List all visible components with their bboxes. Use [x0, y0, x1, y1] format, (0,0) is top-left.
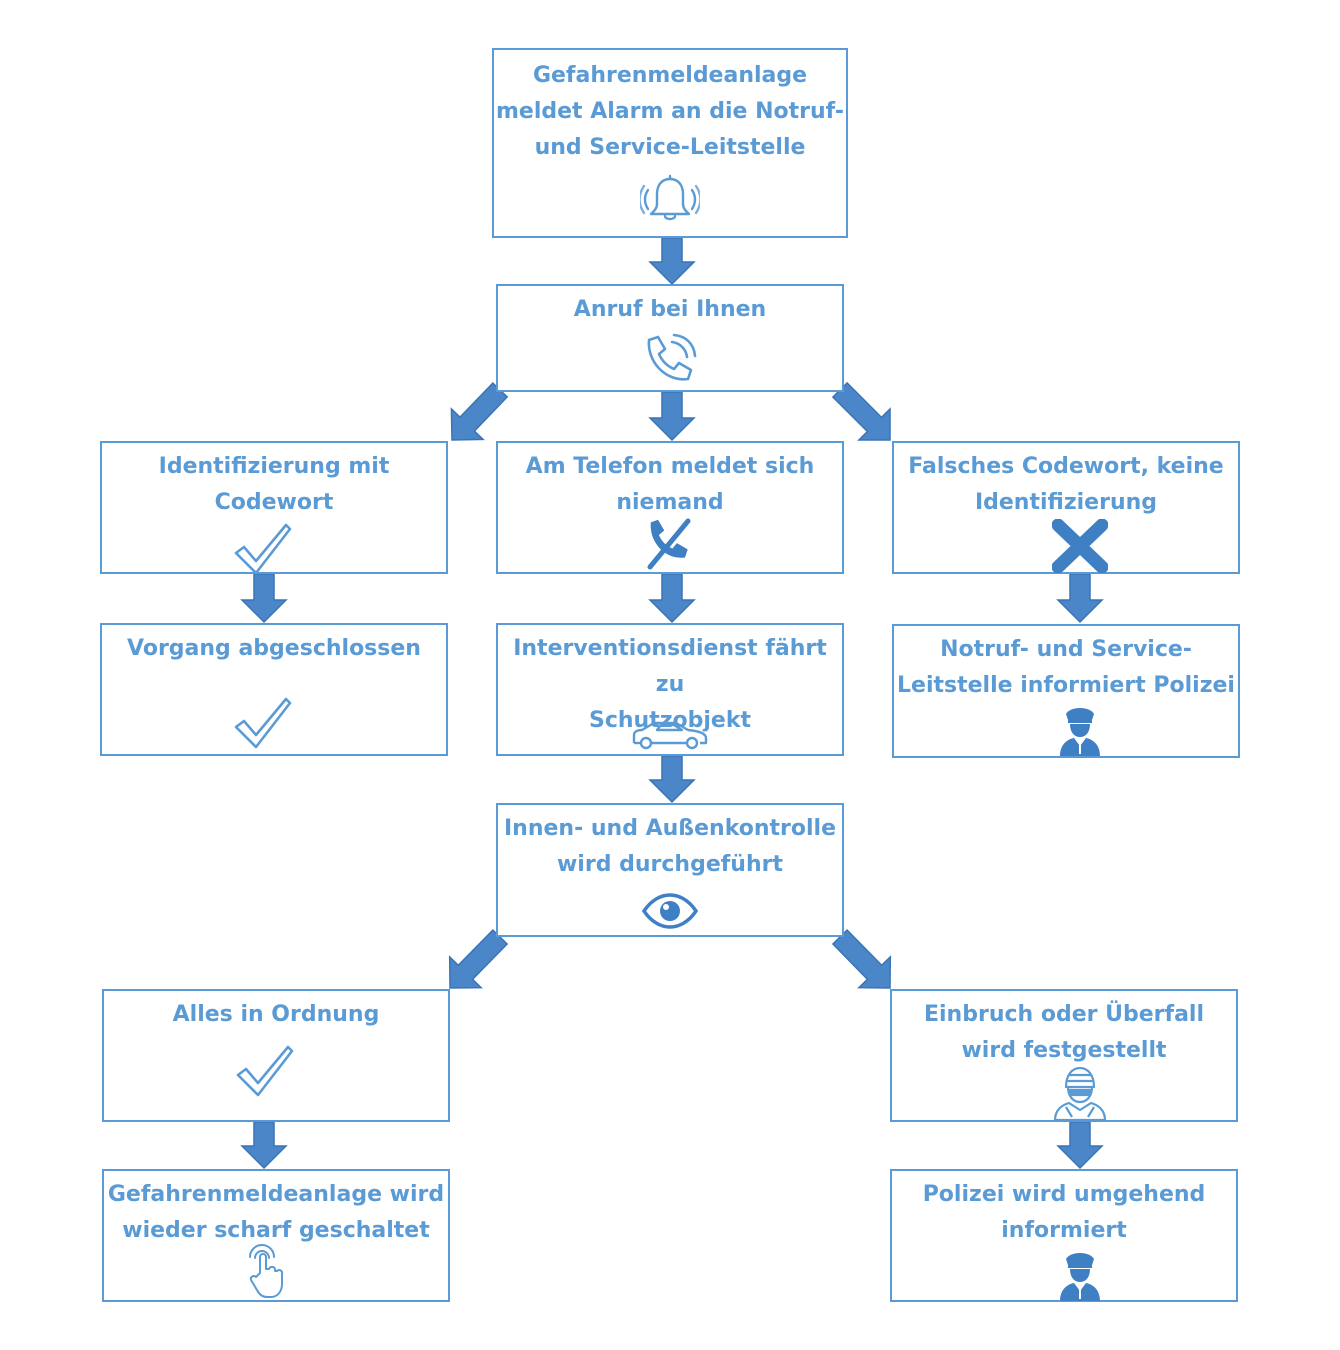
node-rearm-line-2: wieder scharf geschaltet	[122, 1218, 430, 1243]
node-burglary-line-2: wird festgestellt	[961, 1038, 1167, 1063]
node-inspection-line-1: Innen- und Außenkontrolle	[503, 816, 836, 841]
burglar-icon	[1053, 1066, 1107, 1121]
node-allok: Alles in Ordnung	[102, 989, 450, 1122]
node-done-line-1: Vorgang abgeschlossen	[127, 636, 421, 661]
node-dispatch-line-1: Interventionsdienst fährt zu	[513, 636, 827, 697]
bell-icon	[640, 174, 700, 221]
arrow-noanswer-to-dispatch	[648, 573, 696, 624]
x-icon	[1052, 519, 1108, 573]
check-icon	[234, 697, 292, 749]
arrow-wrongcode-to-policeinfo	[1056, 573, 1104, 624]
check-icon	[236, 1045, 294, 1097]
arrow-call-to-wrongcode	[831, 381, 891, 441]
node-policenow-line-2: informiert	[1001, 1218, 1127, 1243]
node-noanswer-line-1: Am Telefon meldet sich	[525, 454, 815, 479]
touch-hand-icon	[249, 1244, 284, 1298]
car-icon	[632, 721, 708, 750]
police-officer-icon	[1060, 708, 1100, 756]
node-alarm-line-3: und Service-Leitstelle	[534, 135, 806, 160]
arrow-inspection-to-allok	[448, 928, 509, 989]
arrow-alarm-to-call	[648, 237, 696, 286]
phone-off-icon	[647, 518, 691, 570]
node-wrongcode: Falsches Codewort, keine Identifizierung	[892, 441, 1240, 574]
node-noanswer-line-2: niemand	[616, 490, 724, 515]
arrow-inspection-to-burglary	[831, 928, 892, 989]
node-noanswer: Am Telefon meldet sich niemand	[496, 441, 844, 574]
node-dispatch: Interventionsdienst fährt zu Schutzobjek…	[496, 623, 844, 756]
node-alarm-line-1: Gefahrenmeldeanlage	[532, 63, 808, 88]
node-policenow: Polizei wird umgehend informiert	[890, 1169, 1238, 1302]
node-ident-line-1: Identifizierung mit	[158, 454, 390, 479]
node-rearm-line-1: Gefahrenmeldeanlage wird	[107, 1182, 445, 1207]
node-inspection: Innen- und Außenkontrolle wird durchgefü…	[496, 803, 844, 937]
node-alarm-line-2: meldet Alarm an die Notruf-	[496, 99, 844, 124]
node-wrongcode-line-2: Identifizierung	[974, 490, 1158, 515]
node-ident: Identifizierung mit Codewort	[100, 441, 448, 575]
node-policeinfo-line-2: Leitstelle informiert Polizei	[897, 673, 1235, 698]
node-policenow-line-1: Polizei wird umgehend	[922, 1182, 1206, 1207]
node-inspection-line-2: wird durchgeführt	[556, 852, 783, 877]
eye-icon	[641, 893, 699, 929]
node-done: Vorgang abgeschlossen	[100, 623, 448, 756]
node-policeinfo-line-1: Notruf- und Service-	[940, 637, 1192, 662]
node-burglary-line-1: Einbruch oder Überfall	[923, 1002, 1205, 1027]
node-call: Anruf bei Ihnen	[496, 284, 844, 392]
node-alarm: Gefahrenmeldeanlage meldet Alarm an die …	[492, 48, 848, 238]
node-rearm: Gefahrenmeldeanlage wird wieder scharf g…	[102, 1169, 450, 1302]
node-ident-line-2: Codewort	[214, 490, 334, 515]
node-wrongcode-line-1: Falsches Codewort, keine	[908, 454, 1224, 479]
phone-ringing-icon	[647, 333, 697, 381]
arrow-call-to-noanswer	[648, 391, 696, 442]
arrow-dispatch-to-inspection	[648, 755, 696, 804]
arrow-ident-to-done	[240, 573, 288, 624]
node-allok-line-1: Alles in Ordnung	[172, 1002, 380, 1027]
check-icon	[234, 523, 292, 575]
node-call-line-1: Anruf bei Ihnen	[573, 297, 767, 322]
node-policeinfo: Notruf- und Service- Leitstelle informie…	[892, 624, 1240, 758]
arrow-burglary-to-policenow	[1056, 1121, 1104, 1170]
arrow-call-to-ident	[450, 382, 509, 441]
arrow-allok-to-rearm	[240, 1121, 288, 1170]
node-burglary: Einbruch oder Überfall wird festgestellt	[890, 989, 1238, 1122]
police-officer-icon	[1060, 1253, 1100, 1301]
